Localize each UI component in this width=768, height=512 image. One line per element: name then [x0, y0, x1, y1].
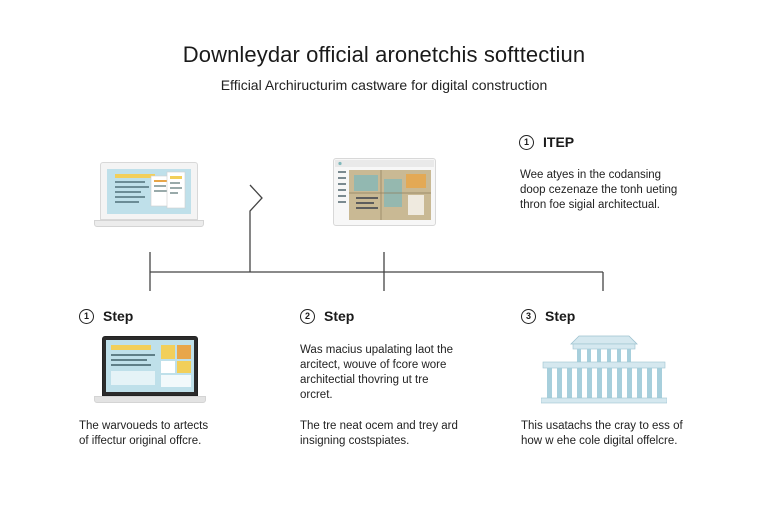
top-step-line: Wee atyes in the codansing [520, 169, 662, 181]
step-2-line: The tre neat ocem and trey ard [300, 420, 458, 432]
step-3-line: how w ehe cole digital offelcre. [521, 435, 678, 447]
step-2-intro-line: orcret. [300, 389, 333, 401]
connector-chevron [249, 184, 263, 272]
top-step-line: doop cezenaze the tonh ueting [520, 184, 678, 196]
top-step-number: 1 [519, 134, 534, 150]
step-3-line: This usatachs the cray to ess of [521, 420, 683, 432]
step-2-heading: 2 Step [300, 308, 354, 324]
step-2-intro-line: architectial thovring ut tre [300, 374, 429, 386]
step-1-heading: 1 Step [79, 308, 133, 324]
page-title: Downleydar official aronetchis softtecti… [182, 42, 586, 67]
step-2-intro-line: arcitect, wouve of fcore wore [300, 359, 447, 371]
floorplan-window-icon [333, 158, 436, 226]
laptop-dashboard-icon [94, 336, 206, 404]
step-1-label: Step [103, 308, 134, 324]
step-3-heading: 3 Step [521, 308, 575, 324]
step-2-intro: Was macius upalating laot the arcitect, … [300, 343, 453, 403]
top-step-description: Wee atyes in the codansing doop cezenaze… [520, 168, 677, 213]
classical-building-icon [541, 335, 667, 404]
page-subtitle: Efficial Archiructurim castware for digi… [220, 77, 548, 93]
step-2-label: Step [324, 308, 355, 324]
top-step-heading: 1 ITEP [519, 134, 574, 150]
top-step-line: thron foe sigial architectual. [520, 199, 660, 211]
step-2-line: insigning costspiates. [300, 435, 410, 447]
step-2-description: The tre neat ocem and trey ard insigning… [300, 419, 458, 449]
step-3-label: Step [545, 308, 576, 324]
step-2-intro-line: Was macius upalating laot the [300, 344, 453, 356]
step-3-description: This usatachs the cray to ess of how w e… [521, 419, 683, 449]
step-1-number: 1 [79, 308, 94, 324]
step-3-number: 3 [521, 308, 536, 324]
step-1-description: The warvoueds to artects of iffectur ori… [79, 419, 208, 449]
top-step-label: ITEP [543, 134, 575, 150]
step-1-line: of iffectur original offcre. [79, 435, 202, 447]
step-2-number: 2 [300, 308, 315, 324]
step-1-line: The warvoueds to artects [79, 420, 209, 432]
laptop-app-icon [94, 162, 204, 228]
